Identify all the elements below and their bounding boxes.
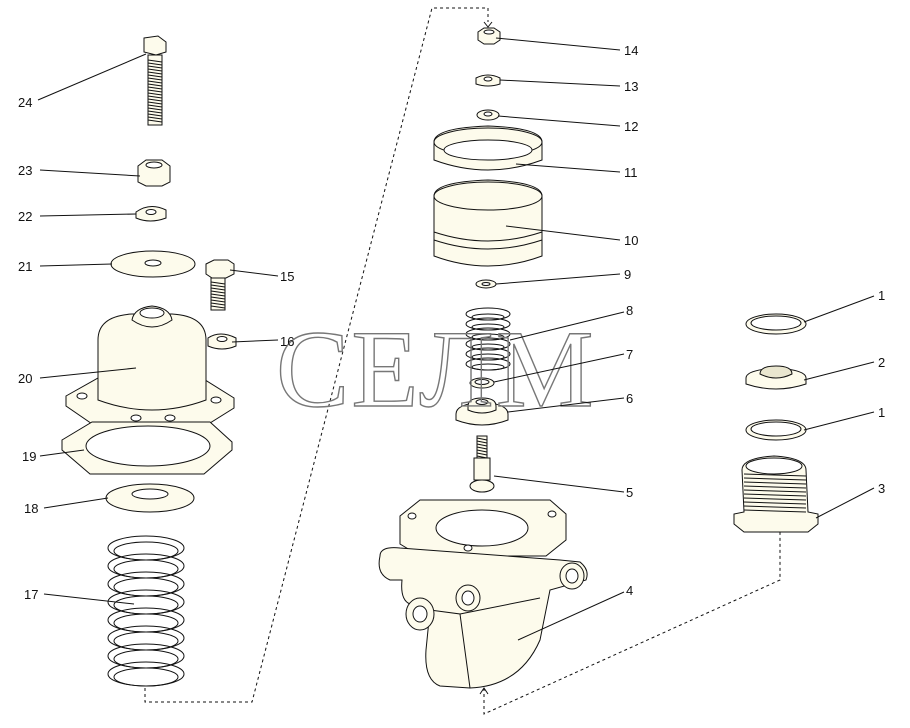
part-15-short-bolt (205, 259, 235, 311)
part-19-gasket (61, 421, 233, 475)
callout-5: 5 (626, 485, 633, 500)
callout-16: 16 (280, 334, 294, 349)
callout-17: 17 (24, 587, 38, 602)
callout-20: 20 (18, 371, 32, 386)
part-14-nut (477, 27, 501, 45)
part-24-long-bolt (143, 35, 167, 126)
callout-leaders (37, 37, 875, 641)
callout-8: 8 (626, 303, 633, 318)
callout-19: 19 (22, 449, 36, 464)
callout-1-upper: 1 (878, 288, 885, 303)
part-9-small-washer (475, 279, 497, 289)
part-1-o-ring-upper (745, 313, 807, 335)
callout-10: 10 (624, 233, 638, 248)
part-20-upper-housing (65, 305, 235, 429)
part-3-threaded-fitting (733, 455, 819, 533)
callout-2: 2 (878, 355, 885, 370)
part-12-washer (476, 109, 500, 121)
part-8-small-spring (465, 307, 511, 371)
part-22-lock-washer (135, 206, 167, 222)
part-2-plug (745, 365, 807, 390)
callout-18: 18 (24, 501, 38, 516)
callout-23: 23 (18, 163, 32, 178)
watermark-text: СЕЛМ (276, 308, 596, 430)
callout-24: 24 (18, 95, 32, 110)
callout-21: 21 (18, 259, 32, 274)
callout-22: 22 (18, 209, 32, 224)
part-17-coil-spring (107, 535, 185, 687)
callout-9: 9 (624, 267, 631, 282)
callout-4: 4 (626, 583, 633, 598)
callout-15: 15 (280, 269, 294, 284)
callout-6: 6 (626, 391, 633, 406)
part-4-valve-body (378, 499, 588, 689)
callout-14: 14 (624, 43, 638, 58)
part-10-diaphragm (433, 179, 543, 267)
part-23-hex-nut (137, 159, 171, 187)
callout-numbers: 24 23 22 21 20 19 18 17 15 16 14 13 12 1… (18, 43, 885, 602)
part-11-cup (433, 125, 543, 171)
callout-3: 3 (878, 481, 885, 496)
callout-11: 11 (624, 165, 638, 180)
callout-13: 13 (624, 79, 638, 94)
part-1-o-ring-lower (745, 419, 807, 441)
part-13-lock-washer (475, 74, 501, 87)
part-7-ring (469, 377, 495, 389)
part-18-spring-plate (105, 483, 195, 513)
callout-1-lower: 1 (878, 405, 885, 420)
part-5-valve-stem (469, 435, 495, 493)
assembly-paths (144, 7, 781, 715)
part-16-lock-washer (207, 333, 237, 350)
callout-7: 7 (626, 347, 633, 362)
callout-12: 12 (624, 119, 638, 134)
part-21-flat-washer (110, 250, 196, 278)
part-6-valve-seat (455, 397, 509, 426)
